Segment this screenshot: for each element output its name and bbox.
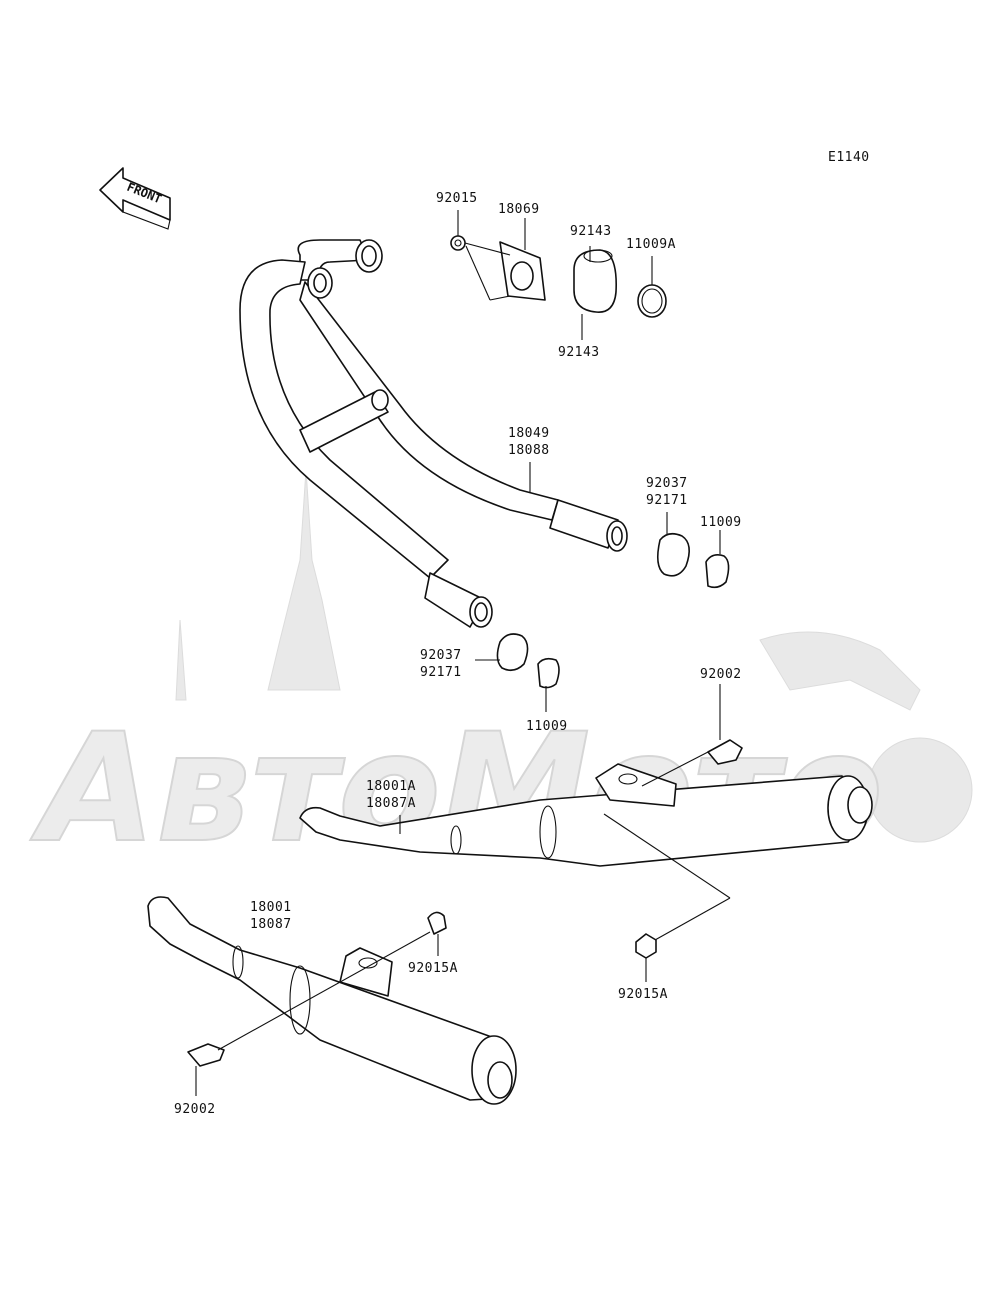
label-18049: 18049 [508,426,550,441]
label-18087A: 18087A [366,796,416,811]
clamp-92037-right [656,532,690,577]
gasket-11009-left [537,657,560,689]
label-11009A: 11009A [626,237,676,252]
flange-18069 [499,241,546,301]
label-18069: 18069 [498,202,540,217]
label-18087: 18087 [250,917,292,932]
label-18088: 18088 [508,443,550,458]
label-92002-right: 92002 [700,667,742,682]
label-92002-left: 92002 [174,1102,216,1117]
nut-92015 [450,235,466,251]
header-pipes [239,239,628,628]
collar-92143 [573,249,617,313]
gasket-11009A [637,284,667,318]
muffler-right [299,739,873,867]
clamp-92037-left [496,633,529,672]
label-92015-top: 92015 [436,191,478,206]
diagram-code: E1140 [828,150,870,165]
nut-92015A-right [635,933,657,959]
label-92171-right: 92171 [646,493,688,508]
label-18001A: 18001A [366,779,416,794]
label-92143-top: 92143 [570,224,612,239]
label-92037-right: 92037 [646,476,688,491]
label-92015A-left: 92015A [408,961,458,976]
part-labels: 92015 18069 92143 11009A 92143 18049 180… [174,191,742,1117]
label-11009-left: 11009 [526,719,568,734]
leader-lines [195,210,731,1096]
gasket-11009-right [705,554,730,589]
label-92037-left: 92037 [420,648,462,663]
label-92171-left: 92171 [420,665,462,680]
label-11009-right: 11009 [700,515,742,530]
label-92015A-right: 92015A [618,987,668,1002]
muffler-left [147,896,517,1105]
front-arrow-icon: FRONT [99,167,171,230]
label-18001: 18001 [250,900,292,915]
label-92143-bottom: 92143 [558,345,600,360]
